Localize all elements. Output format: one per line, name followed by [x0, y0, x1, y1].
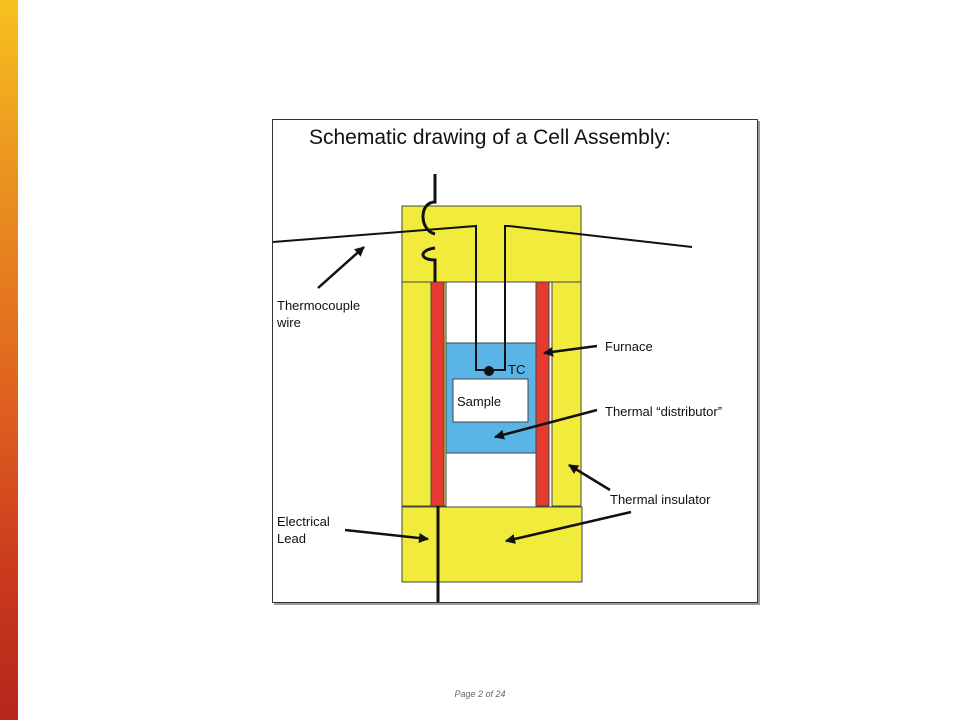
thermal-distributor-label: Thermal “distributor”	[605, 404, 722, 419]
page-number: Page 2 of 24	[454, 689, 506, 699]
diagram-frame: Schematic drawing of a Cell Assembly: Sa…	[272, 119, 758, 603]
furnace-label: Furnace	[605, 339, 653, 354]
thermocouple-wire-label-1: Thermocouple	[277, 298, 360, 313]
sample-label: Sample	[457, 394, 501, 409]
thermal-distributor-arrow	[494, 408, 598, 440]
furnace-right-strip	[535, 281, 550, 507]
thermal-insulator-label: Thermal insulator	[610, 492, 711, 507]
thermocouple-wire-right	[491, 225, 693, 371]
thermocouple-wire-label-2: wire	[276, 315, 301, 330]
furnace-left-strip	[430, 281, 445, 507]
electrical-lead-wire	[421, 174, 437, 282]
tc-label: TC	[508, 362, 525, 377]
cell-assembly-diagram: Schematic drawing of a Cell Assembly: Sa…	[273, 126, 722, 602]
electrical-lead-label-2: Lead	[277, 531, 306, 546]
insulator-bottom-block	[401, 506, 583, 583]
accent-side-bar	[0, 0, 18, 720]
diagram-title: Schematic drawing of a Cell Assembly:	[309, 126, 671, 149]
thermocouple-junction	[484, 366, 494, 376]
thermal-insulator-arrow-2	[505, 510, 632, 544]
insulator-top-block	[401, 205, 582, 283]
thermocouple-arrow	[317, 246, 365, 289]
thermal-insulator-arrow-1	[568, 463, 611, 492]
furnace-arrow	[543, 344, 598, 357]
electrical-lead-label-1: Electrical	[277, 514, 330, 529]
sample-box	[452, 378, 529, 423]
insulator-right-block	[551, 281, 582, 507]
electrical-lead-arrow	[344, 528, 429, 544]
thermocouple-wire-left	[273, 224, 489, 371]
